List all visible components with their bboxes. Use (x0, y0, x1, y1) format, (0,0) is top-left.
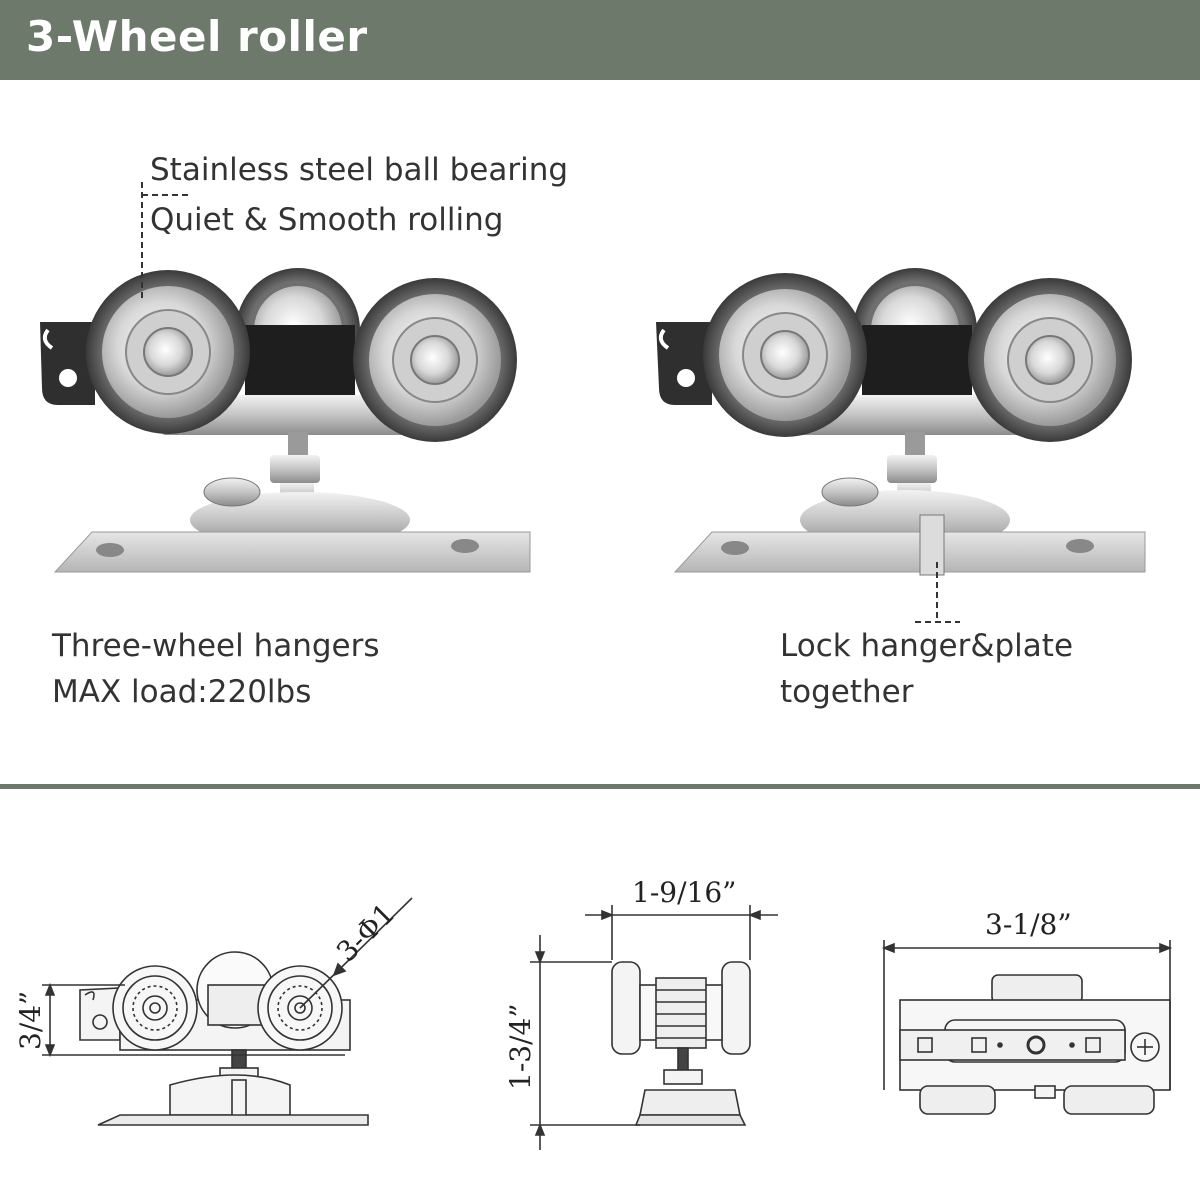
section-divider (0, 784, 1200, 789)
top-view-drawing (881, 940, 1173, 1115)
top-width-dimension: 3-1/8” (985, 908, 1072, 941)
page-title: 3-Wheel roller (26, 12, 368, 61)
bearing-callout-line2: Quiet & Smooth rolling (150, 202, 504, 238)
left-caption-line1: Three-wheel hangers (52, 628, 380, 664)
side-height-dimension: 3/4” (14, 990, 47, 1050)
roller-photo-left (40, 182, 531, 573)
header-banner: 3-Wheel roller (0, 0, 1200, 80)
roller-photo-right (656, 268, 1146, 623)
side-view-drawing (42, 897, 413, 1126)
left-caption-line2: MAX load:220lbs (52, 674, 312, 710)
front-view-drawing (530, 905, 778, 1150)
bearing-callout-line1: Stainless steel ball bearing (150, 152, 569, 188)
front-height-dimension: 1-3/4” (504, 1003, 537, 1090)
right-caption-line2: together (780, 674, 914, 710)
right-caption-line1: Lock hanger&plate (780, 628, 1074, 664)
front-width-dimension: 1-9/16” (632, 876, 737, 909)
